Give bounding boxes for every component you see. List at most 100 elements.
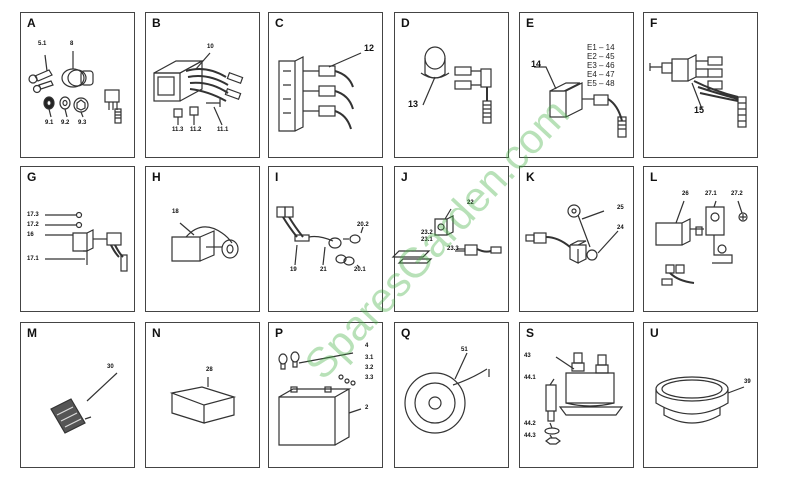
part-number-label: 11.3 xyxy=(172,127,184,133)
panel-letter: L xyxy=(650,170,658,184)
part-number-label: 44.3 xyxy=(524,433,536,439)
part-number-label: 17.1 xyxy=(27,256,39,262)
part-number-label: 51 xyxy=(461,347,468,353)
panel-k: K 25 24 xyxy=(519,166,634,312)
panel-letter: P xyxy=(275,326,284,340)
solenoid-drawing xyxy=(544,352,624,445)
part-number-label: 21 xyxy=(320,267,327,273)
panel-d: D 13 xyxy=(394,12,509,158)
part-number-label: 23.2 xyxy=(421,230,433,236)
part-number-label: 3.2 xyxy=(365,365,374,371)
part-number-label: 44.1 xyxy=(524,375,536,381)
panel-letter: F xyxy=(650,16,658,30)
gauge-drawing xyxy=(655,376,745,424)
part-number-label: 9.3 xyxy=(78,120,87,126)
battery-drawing xyxy=(278,351,362,446)
part-number-label: 17.3 xyxy=(27,212,39,218)
fuse-cover-drawing xyxy=(169,377,237,424)
part-number-label: 9.2 xyxy=(61,120,70,126)
panel-g: G 17.3 17.2 16 17.1 xyxy=(20,166,135,312)
panel-a: A 5.1 xyxy=(20,12,135,158)
part-number-label: 3.3 xyxy=(365,375,374,381)
part-number-label: 23.1 xyxy=(421,237,433,243)
part-number-label: 43 xyxy=(524,353,531,359)
part-number-label: 25 xyxy=(617,205,624,211)
relay-drawing xyxy=(153,52,244,126)
part-number-label: 44.2 xyxy=(524,421,536,427)
sensor-bracket-drawing xyxy=(655,200,748,286)
part-number-label: 3.1 xyxy=(365,355,374,361)
panel-n: N 28 xyxy=(145,322,260,468)
panel-s: S 43 44.1 44.2 44.3 xyxy=(519,322,634,468)
panel-letter: S xyxy=(526,326,535,340)
toggle-switch-drawing xyxy=(649,54,747,128)
part-number-label: 30 xyxy=(107,364,114,370)
part-number-label: 16 xyxy=(27,232,34,238)
panel-b: B 10 11.3 11.2 11.1 xyxy=(145,12,260,158)
panel-c: C 12 xyxy=(268,12,383,158)
panel-letter: C xyxy=(275,16,284,30)
part-number-label: 26 xyxy=(682,191,689,197)
panel-j: J 22 23.2 23.1 23.3 xyxy=(391,166,509,312)
part-number-label: 9.1 xyxy=(45,120,54,126)
panel-q: Q 51 xyxy=(394,322,509,468)
panel-e: E 14 E1 – 14 E2 – 45 E3 – 46 E4 – 47 E5 … xyxy=(519,12,634,158)
panel-letter: J xyxy=(401,170,408,184)
panel-letter: U xyxy=(650,326,659,340)
part-number-label: 2 xyxy=(365,405,369,411)
variant-item: E3 – 46 xyxy=(587,61,615,70)
part-number-label: 8 xyxy=(70,41,74,47)
part-number-label: 13 xyxy=(408,99,419,109)
part-number-label: 39 xyxy=(744,379,751,385)
panel-letter: Q xyxy=(401,326,411,340)
panel-letter: E xyxy=(526,16,535,30)
panel-letter: K xyxy=(526,170,535,184)
panel-letter: H xyxy=(152,170,161,184)
panel-p: P 4 3.1 3.2 3.3 2 xyxy=(268,322,383,468)
part-number-label: 24 xyxy=(617,225,624,231)
part-number-label: 11.2 xyxy=(190,127,202,133)
variant-item: E4 – 47 xyxy=(587,70,615,79)
switch-block-drawing xyxy=(278,52,362,132)
relay-with-connector-drawing xyxy=(45,211,128,272)
panel-letter: I xyxy=(275,170,279,184)
panel-u: U 39 xyxy=(643,322,758,468)
panel-f: F 15 xyxy=(643,12,758,158)
buzzer-drawing xyxy=(420,46,492,124)
part-number-label: 28 xyxy=(206,367,213,373)
variant-item: E1 – 14 xyxy=(587,43,615,52)
lamp-holder-drawing xyxy=(276,206,364,268)
panel-letter: N xyxy=(152,326,161,340)
part-number-label: 19 xyxy=(290,267,297,273)
part-number-label: 17.2 xyxy=(27,222,39,228)
variant-item: E2 – 45 xyxy=(587,52,615,61)
part-number-label: 11.1 xyxy=(217,127,229,133)
seat-switch-drawing xyxy=(171,222,239,262)
part-number-label: 18 xyxy=(172,209,179,215)
panel-i: I 20.2 19 21 20.1 xyxy=(268,166,383,312)
panel-letter: M xyxy=(27,326,37,340)
panel-h: H 18 xyxy=(145,166,260,312)
part-number-label: 27.2 xyxy=(731,191,743,197)
panel-letter: B xyxy=(152,16,161,30)
panel-letter: G xyxy=(27,170,37,184)
ignition-switch-drawing xyxy=(28,51,122,124)
fuse-block-drawing xyxy=(50,372,118,434)
part-number-label: 20.2 xyxy=(357,222,369,228)
part-number-label: 5.1 xyxy=(38,41,47,47)
part-number-label: 14 xyxy=(531,59,542,69)
panel-m: M 30 xyxy=(20,322,135,468)
part-number-label: 12 xyxy=(364,43,375,53)
plunger-switch-drawing xyxy=(525,204,619,264)
part-number-label: 23.3 xyxy=(447,246,459,252)
part-number-label: 22 xyxy=(467,200,474,206)
brake-switch-drawing xyxy=(391,208,502,264)
rocker-switch-drawing xyxy=(534,66,627,138)
panel-letter: D xyxy=(401,16,410,30)
part-number-label: 10 xyxy=(207,44,214,50)
panel-letter: A xyxy=(27,16,36,30)
variant-list: E1 – 14 E2 – 45 E3 – 46 E4 – 47 E5 – 48 xyxy=(587,43,615,88)
part-number-label: 15 xyxy=(694,105,705,115)
horn-drawing xyxy=(404,352,490,434)
